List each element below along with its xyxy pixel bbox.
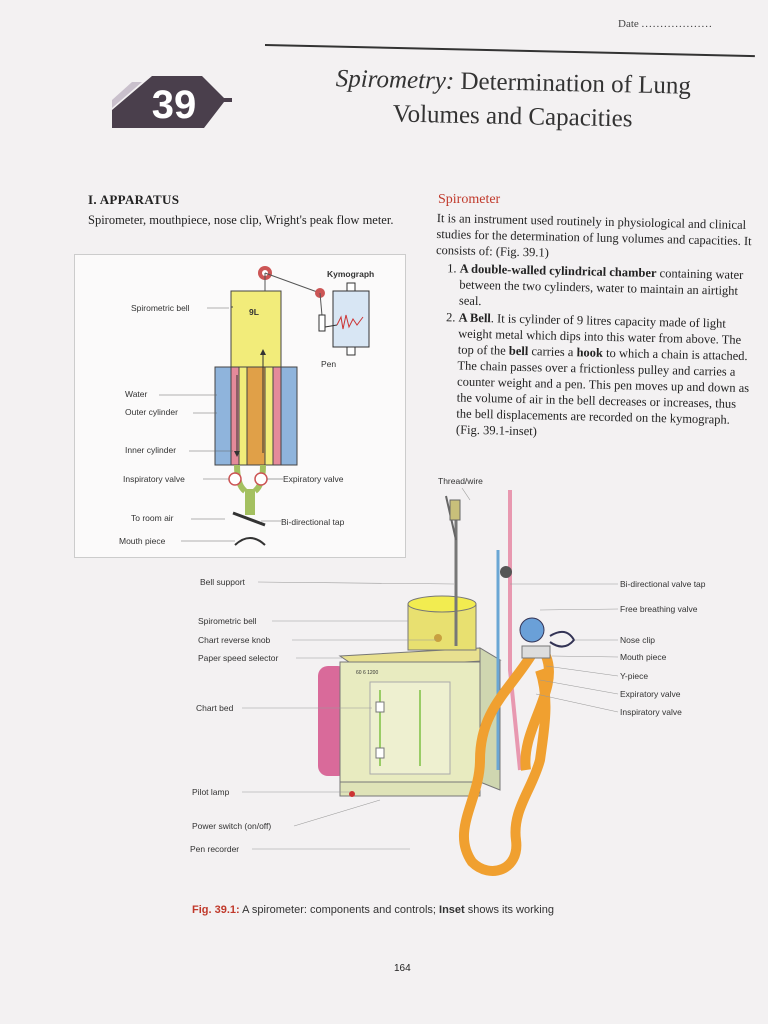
page-title: Spirometry: Determination of Lung Volume…: [287, 61, 738, 138]
y-piece-icon: [522, 646, 550, 658]
label-y-piece: Y-piece: [620, 671, 648, 681]
page-number: 164: [394, 963, 411, 974]
pen-icon: [319, 315, 325, 331]
label-mouth-piece-main: Mouth piece: [620, 652, 666, 662]
kymograph-drum: [333, 291, 369, 347]
date-field: Date ...................: [618, 18, 713, 30]
label-chart-bed: Chart bed: [196, 703, 233, 713]
label-paper-speed-selector: Paper speed selector: [198, 653, 278, 663]
label-volume: 9L: [249, 307, 259, 317]
label-water: Water: [125, 389, 147, 399]
label-pen-recorder: Pen recorder: [190, 844, 239, 854]
label-mouth-piece: Mouth piece: [119, 536, 165, 546]
list-item: A Bell. It is cylinder of 9 litres capac…: [456, 310, 753, 445]
chart-bed-shape: [370, 682, 450, 774]
label-inspiratory-valve: Inspiratory valve: [123, 474, 185, 484]
label-spirometric-bell-main: Spirometric bell: [198, 616, 257, 626]
bell-shape: [231, 291, 281, 367]
label-inspiratory-valve-main: Inspiratory valve: [620, 707, 682, 717]
nose-clip-icon: [550, 632, 574, 647]
label-power-switch: Power switch (on/off): [192, 821, 271, 831]
inner-cylinder-shape: [247, 367, 265, 465]
spirometer-heading: Spirometer: [438, 192, 500, 208]
main-figure: 60 6 1200: [180, 470, 740, 890]
label-thread-wire: Thread/wire: [438, 476, 483, 486]
free-breathing-valve-icon: [520, 618, 544, 642]
bi-directional-valve-tap-icon: [500, 566, 512, 578]
date-label: Date: [618, 18, 639, 30]
chart-reverse-knob-icon: [434, 634, 442, 642]
label-chart-reverse-knob: Chart reverse knob: [198, 635, 270, 645]
apparatus-heading: I. APPARATUS: [88, 192, 179, 208]
chapter-badge: 39: [112, 70, 232, 128]
label-pilot-lamp: Pilot lamp: [192, 787, 229, 797]
label-pen: Pen: [321, 359, 336, 369]
date-dots: ...................: [642, 18, 713, 30]
label-bi-directional-valve-tap: Bi-directional valve tap: [620, 579, 706, 589]
label-expiratory-valve-main: Expiratory valve: [620, 689, 680, 699]
dial-text: 60 6 1200: [356, 670, 378, 676]
spirometer-intro: It is an instrument used routinely in ph…: [436, 210, 755, 265]
label-bell-support: Bell support: [200, 577, 245, 587]
label-inner-cylinder: Inner cylinder: [125, 445, 176, 455]
label-spirometric-bell: Spirometric bell: [131, 303, 190, 313]
label-free-breathing-valve: Free breathing valve: [620, 604, 698, 614]
chapter-number: 39: [152, 83, 197, 127]
label-to-room-air: To room air: [131, 513, 174, 523]
header-rule: [265, 44, 755, 57]
label-kymograph: Kymograph: [327, 269, 374, 279]
apparatus-text: Spirometer, mouthpiece, nose clip, Wrigh…: [88, 212, 418, 228]
list-item: A double-walled cylindrical chamber cont…: [459, 261, 754, 316]
label-outer-cylinder: Outer cylinder: [125, 407, 178, 417]
spirometer-text: It is an instrument used routinely in ph…: [432, 210, 755, 445]
figure-caption: Fig. 39.1: A spirometer: components and …: [192, 904, 554, 916]
label-nose-clip: Nose clip: [620, 635, 655, 645]
